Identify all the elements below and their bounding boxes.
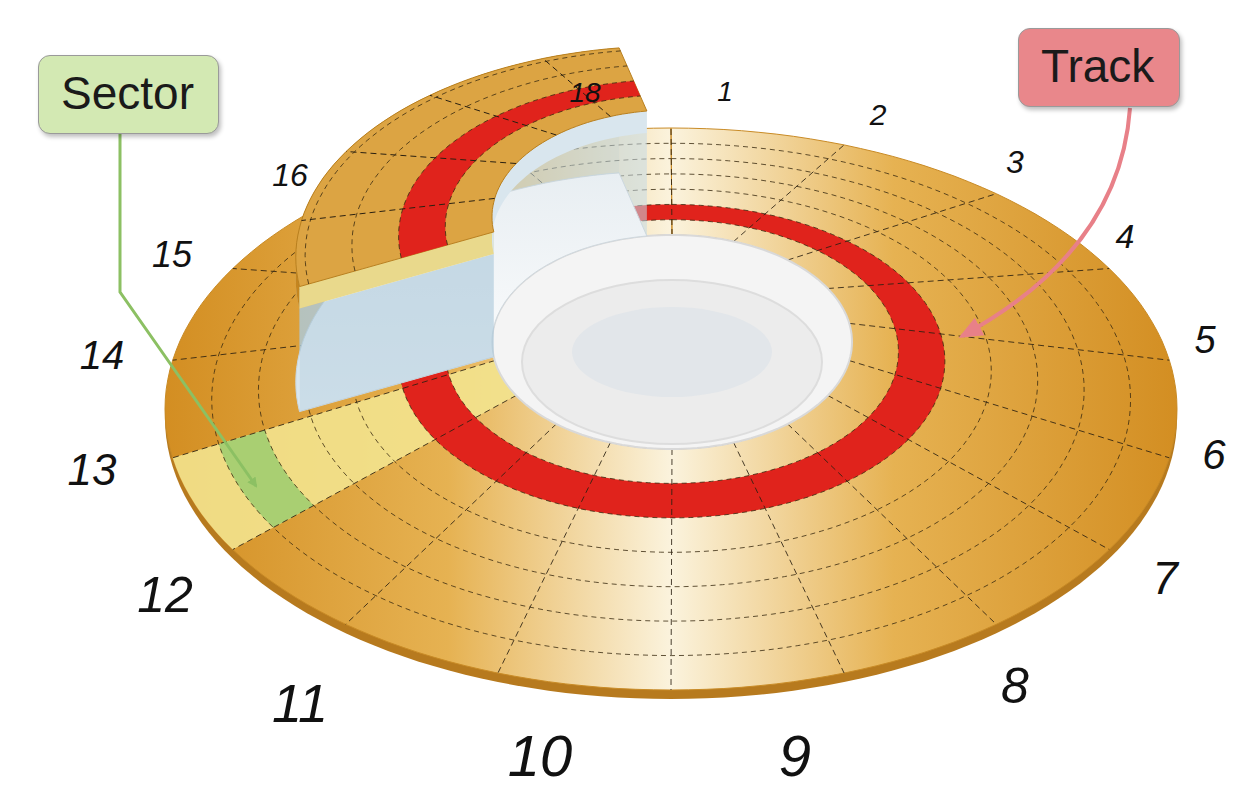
sector-line xyxy=(734,145,845,242)
sector-number: 8 xyxy=(1001,661,1029,711)
sector-number: 10 xyxy=(508,727,573,785)
sector-number: 15 xyxy=(152,237,192,273)
sector-line xyxy=(671,128,672,235)
piece-top xyxy=(296,48,647,287)
sector-number: 7 xyxy=(1152,555,1178,601)
sector-line xyxy=(828,269,1109,289)
track-line xyxy=(305,51,620,284)
sector-number: 2 xyxy=(870,100,887,130)
disk-drawing xyxy=(165,48,1177,699)
sector-line xyxy=(788,424,997,624)
sector-number: 13 xyxy=(68,448,117,492)
sector-line xyxy=(346,424,557,624)
sector-number: 3 xyxy=(1006,146,1024,178)
callout-text: Track xyxy=(1041,41,1157,92)
track-line xyxy=(352,66,627,271)
sector-line xyxy=(788,194,997,260)
center-hole xyxy=(492,235,852,449)
sector-line xyxy=(849,323,1169,360)
sector-line xyxy=(671,449,672,690)
sector-number: 4 xyxy=(1116,219,1135,253)
spindle-hole xyxy=(522,280,822,444)
sector-number: 11 xyxy=(272,676,328,730)
callout-text: Sector xyxy=(61,68,196,119)
sector-number: 9 xyxy=(779,727,811,785)
sector-line xyxy=(430,95,556,135)
sector-number: 5 xyxy=(1194,321,1215,359)
track-line xyxy=(445,96,640,245)
sector-cell xyxy=(219,430,314,528)
sector-line xyxy=(828,396,1109,550)
sector-number: 12 xyxy=(137,570,193,620)
track-line xyxy=(399,81,634,258)
sector-number: 14 xyxy=(80,335,125,375)
sector-number: 16 xyxy=(272,159,308,191)
track-callout: Track xyxy=(1018,28,1180,107)
sector-number: 6 xyxy=(1202,434,1225,476)
sector-number: 18 xyxy=(569,79,600,107)
sector-line xyxy=(233,396,516,550)
spindle-hole xyxy=(572,307,772,397)
sector-line xyxy=(849,361,1169,458)
sector-line xyxy=(543,59,611,117)
sector-line xyxy=(498,443,611,674)
sector-line xyxy=(734,443,845,674)
sector-line xyxy=(302,198,495,220)
sector-callout: Sector xyxy=(38,55,219,134)
track-leader xyxy=(962,108,1130,336)
sector-line xyxy=(346,152,516,164)
sector-number: 1 xyxy=(717,78,733,106)
sector-leader xyxy=(120,132,256,486)
piece-track xyxy=(399,81,641,258)
